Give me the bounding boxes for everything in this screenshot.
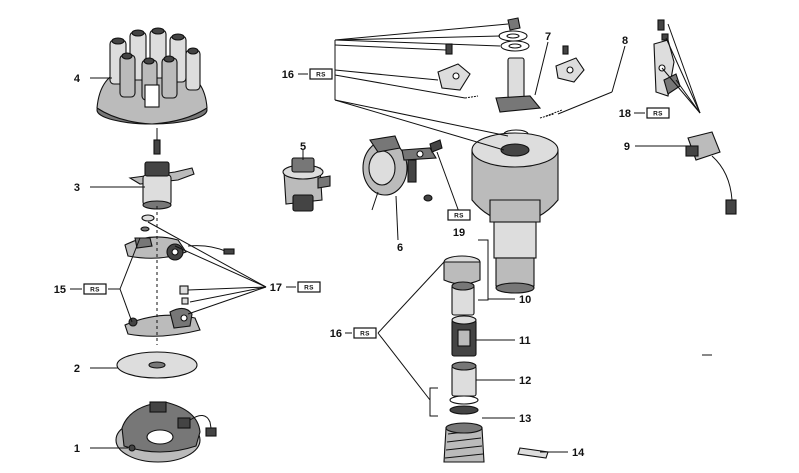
callout-3: 3	[74, 182, 80, 194]
callout-12: 12	[519, 375, 531, 387]
advance-weights-icon	[124, 214, 235, 337]
callout-5: 5	[300, 141, 306, 153]
callout-2: 2	[74, 363, 80, 375]
rs-badge-19: RS	[447, 209, 471, 221]
svg-text:RS: RS	[360, 331, 370, 338]
rotor-shaft-icon	[451, 315, 477, 357]
callout-7: 7	[545, 31, 551, 43]
condenser-lead-icon	[685, 131, 737, 215]
drive-gear-icon	[443, 422, 485, 463]
callout-13: 13	[519, 413, 531, 425]
callout-16-top: 16	[282, 69, 294, 81]
rs-badge-17: RS	[297, 281, 321, 293]
condenser-icon	[282, 157, 331, 212]
bracket-10	[478, 239, 489, 301]
leader-lines	[90, 23, 712, 453]
callout-14: 14	[572, 447, 585, 459]
callout-4: 4	[74, 73, 81, 85]
svg-text:RS: RS	[653, 111, 663, 118]
callout-11: 11	[519, 335, 531, 347]
rs-badge-18: RS	[646, 107, 670, 119]
bushing-icon	[451, 361, 477, 397]
callout-16-bottom: 16	[330, 328, 342, 340]
rs-badge-16-top: RS	[309, 68, 333, 80]
shaft-bushing-icon	[443, 255, 481, 316]
callout-15: 15	[54, 284, 66, 296]
svg-text:RS: RS	[316, 72, 326, 79]
contact-set-icon	[653, 19, 681, 97]
pin-icon	[517, 447, 549, 459]
distributor-housing-icon	[471, 132, 559, 294]
callout-17: 17	[270, 282, 282, 294]
washers-icon	[449, 395, 479, 415]
bracket-12	[429, 387, 438, 417]
callout-9: 9	[624, 141, 630, 153]
vacuum-advance-icon	[362, 135, 443, 211]
callout-6: 6	[397, 242, 403, 254]
svg-text:RS: RS	[454, 213, 464, 220]
rs-badge-15: RS	[83, 283, 107, 295]
carbon-brush-icon	[153, 128, 161, 155]
svg-text:RS: RS	[90, 287, 100, 294]
dust-shield-icon	[116, 351, 198, 379]
callout-8: 8	[622, 35, 628, 47]
svg-text:RS: RS	[304, 285, 314, 292]
top-hardware-icon	[437, 17, 585, 139]
breaker-plate-icon	[115, 401, 217, 463]
callout-1: 1	[74, 443, 80, 455]
rotor-icon	[128, 161, 195, 210]
callout-10: 10	[519, 294, 531, 306]
rs-badge-16-bottom: RS	[353, 327, 377, 339]
callout-19: 19	[453, 227, 465, 239]
distributor-cap-icon	[96, 27, 208, 125]
callout-18: 18	[619, 108, 631, 120]
